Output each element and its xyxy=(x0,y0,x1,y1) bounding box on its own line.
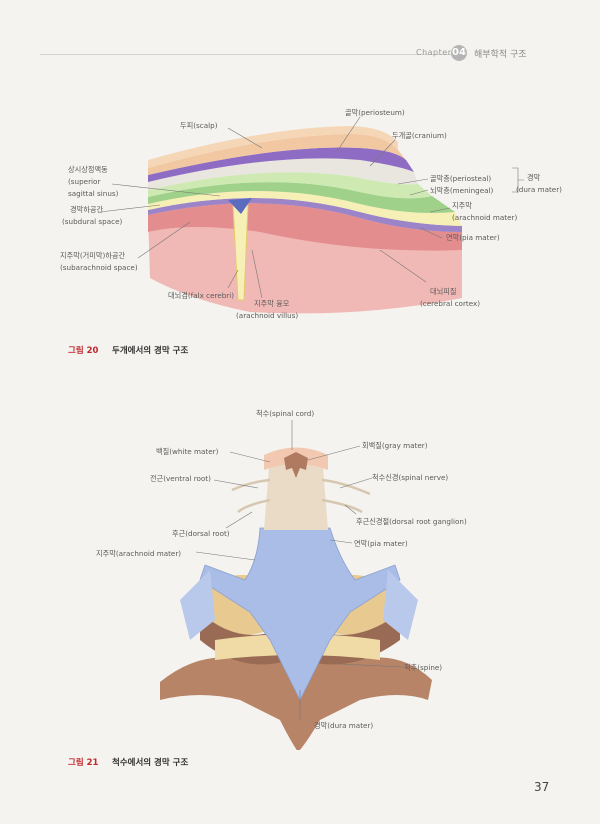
label-spine: 척추(spine) xyxy=(404,663,442,672)
chapter-label: Chapter xyxy=(416,48,452,57)
meningeal-layer xyxy=(148,182,455,213)
periosteum-layer xyxy=(148,147,414,182)
figure-20-illustration: 두피(scalp) 골막(periosteum) 두개골(cranium) 상시… xyxy=(60,108,562,320)
label-periosteal: 골막층(periosteal) xyxy=(430,174,491,183)
label-spinal-nerve: 척수신경(spinal nerve) xyxy=(372,473,448,482)
page-number: 37 xyxy=(534,780,550,794)
superior-sagittal-sinus-shape xyxy=(228,198,252,214)
label-sss-en1: (superior xyxy=(68,177,100,186)
label-sss-ko: 상시상정맥동 xyxy=(68,165,108,174)
label-dorsal-ganglion: 후근신경절(dorsal root ganglion) xyxy=(356,517,467,526)
label-cortex-en: (cerebral cortex) xyxy=(420,299,480,308)
label-arachnoid-en: (arachnoid mater) xyxy=(452,213,517,222)
periosteal-layer xyxy=(148,172,432,199)
label-spinal-cord: 척수(spinal cord) xyxy=(256,409,314,418)
label-pia-mater: 연막(pia mater) xyxy=(354,539,408,548)
figure-21-number: 그림 21 xyxy=(68,758,99,768)
cranium-layer xyxy=(148,158,418,190)
label-arachnoid-ko: 지주막 xyxy=(452,201,472,210)
label-arachnoid-mater: 지주막(arachnoid mater) xyxy=(96,549,181,558)
chapter-number-badge: 04 xyxy=(451,45,467,61)
label-subarach-en: (subarachnoid space) xyxy=(60,263,138,272)
label-scalp: 두피(scalp) xyxy=(180,121,218,130)
header-rule xyxy=(40,54,452,55)
spinal-cord-shape xyxy=(264,455,328,530)
label-white-mater: 백질(white mater) xyxy=(156,447,219,456)
label-periosteum: 골막(periosteum) xyxy=(345,108,405,117)
label-subarach-ko: 지주막(거미막)하공간 xyxy=(60,251,126,260)
label-gray-mater: 회백질(gray mater) xyxy=(362,441,428,450)
label-pia: 연막(pia mater) xyxy=(446,233,500,242)
label-subdural-en: (subdural space) xyxy=(62,217,123,226)
label-villus-ko: 지주막 융모 xyxy=(254,299,290,308)
scalp-layer xyxy=(148,133,406,175)
label-dorsal-root: 후근(dorsal root) xyxy=(172,529,230,538)
label-villus-en: (arachnoid villus) xyxy=(236,311,298,320)
figure-21-illustration: 척수(spinal cord) 백질(white mater) 회백질(gray… xyxy=(96,409,467,750)
label-cranium: 두개골(cranium) xyxy=(392,131,447,140)
gray-matter-shape xyxy=(284,452,308,478)
arachnoid-layer xyxy=(148,191,462,226)
label-cortex-ko: 대뇌피질 xyxy=(430,287,456,296)
label-falx: 대뇌겸(falx cerebri) xyxy=(168,291,234,300)
label-subdural-ko: 경막하공간 xyxy=(70,205,103,214)
figure-21-caption: 척수에서의 경막 구조 xyxy=(112,758,189,768)
label-dura-ko: 경막 xyxy=(527,173,541,182)
figure-20-number: 그림 20 xyxy=(68,346,99,356)
label-dura-mater: 경막(dura mater) xyxy=(314,721,373,730)
label-sss-en2: sagittal sinus) xyxy=(68,189,119,198)
pia-layer xyxy=(148,197,462,232)
label-ventral-root: 전근(ventral root) xyxy=(150,474,211,483)
label-dura-en: (dura mater) xyxy=(516,185,562,194)
vertebra-shape xyxy=(160,655,432,750)
label-meningeal: 뇌막층(meningeal) xyxy=(430,186,494,195)
figure-20-caption: 두개에서의 경막 구조 xyxy=(112,346,189,356)
chapter-title: 해부학적 구조 xyxy=(474,50,527,60)
